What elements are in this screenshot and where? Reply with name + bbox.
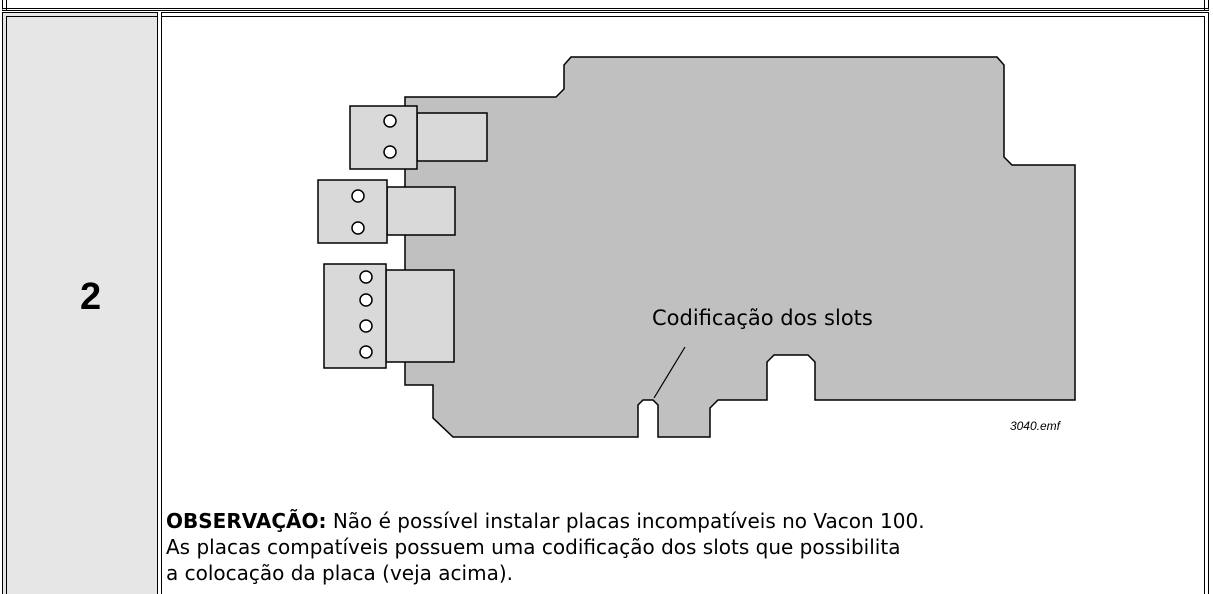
content-cell: [162, 12, 1209, 594]
note-line-1-text: Não é possível instalar placas incompatí…: [326, 509, 925, 533]
connector-middle: [317, 179, 456, 244]
note-line-1: OBSERVAÇÃO: Não é possível instalar plac…: [166, 508, 1196, 534]
connector-bottom: [323, 263, 455, 369]
slot-coding-label: Codificação dos slots: [652, 306, 873, 330]
note-lead: OBSERVAÇÃO:: [166, 509, 327, 533]
step-number: 2: [80, 276, 102, 318]
column-divider: [157, 12, 162, 594]
instruction-row: [2, 12, 1209, 594]
previous-row-border: [2, 0, 1209, 11]
note-paragraph: OBSERVAÇÃO: Não é possível instalar plac…: [166, 508, 1196, 586]
note-line-2: As placas compatíveis possuem uma codifi…: [166, 535, 901, 559]
option-board: [404, 56, 1076, 438]
figure-filename-label: 3040.emf: [1010, 419, 1062, 433]
connector-top: [349, 105, 488, 170]
callout-leader-line: [653, 346, 686, 399]
note-line-3: a colocação da placa (veja acima).: [166, 561, 513, 585]
step-number-cell: [2, 12, 162, 594]
